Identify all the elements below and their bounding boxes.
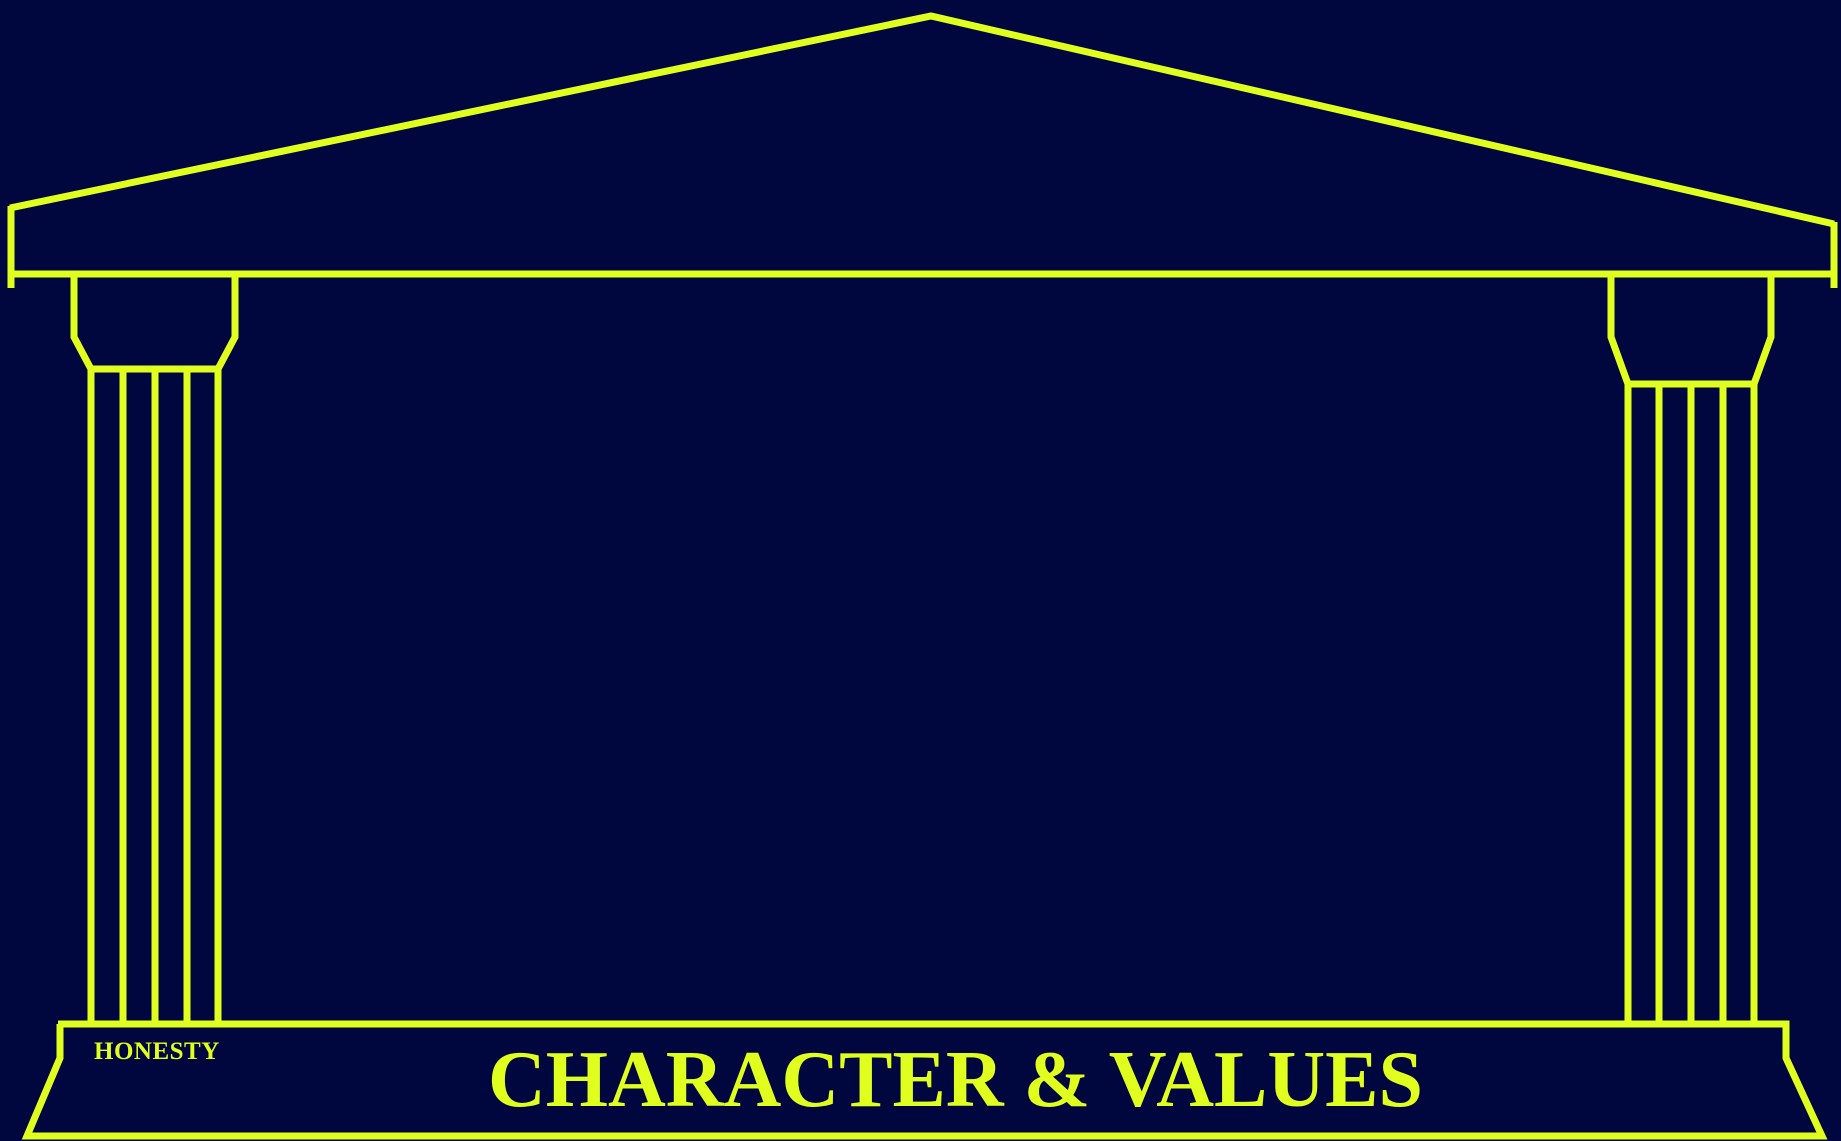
right-column-capital: [1611, 274, 1771, 384]
roof-pediment: [10, 16, 1834, 224]
left-column-capital: [74, 274, 235, 369]
title-label: CHARACTER & VALUES: [0, 1035, 1841, 1125]
